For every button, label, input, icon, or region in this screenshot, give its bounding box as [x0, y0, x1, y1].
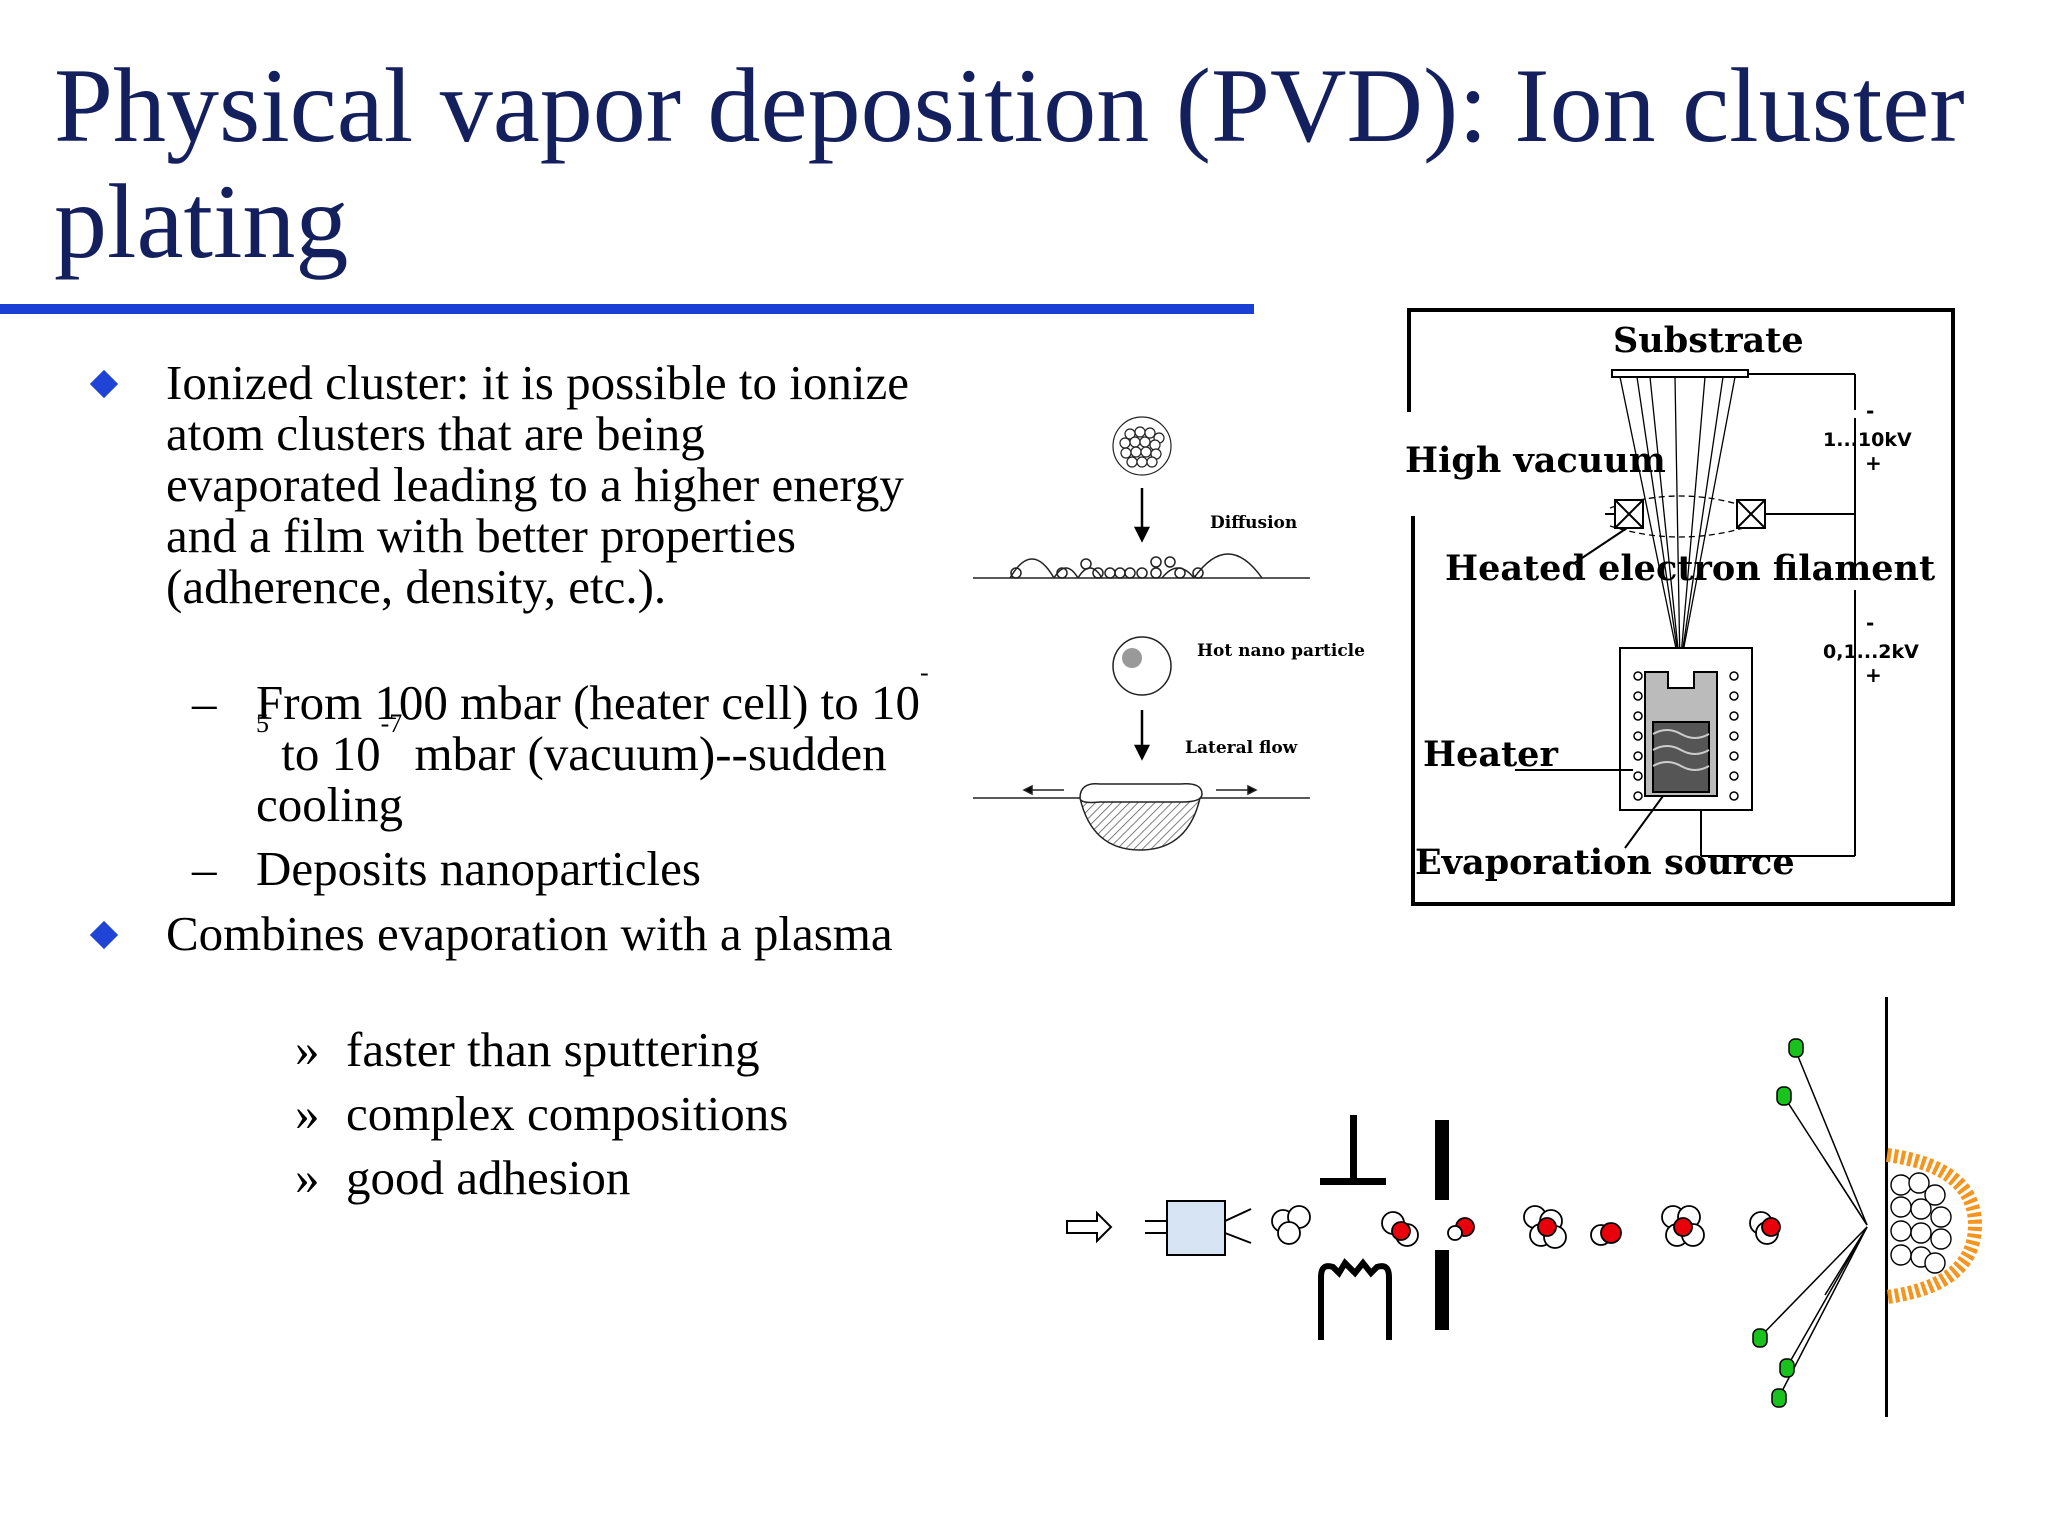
evaporation-source-label: Evaporation source: [1415, 842, 1795, 883]
lateral-flow-label: Lateral flow: [1185, 738, 1298, 758]
v1-label: 1...10kV: [1823, 429, 1912, 451]
voltage-1kv-10kv: - 1...10kV +: [1823, 399, 1912, 570]
evaporation-crucible: [1515, 647, 1855, 857]
deposited-film: [1886, 1148, 1983, 1304]
dash-marker: –: [192, 675, 217, 730]
hot-particle-label: Hot nano particle: [1197, 641, 1365, 661]
hot-nanoparticle-icon: [1112, 636, 1172, 696]
v2-plus: +: [1865, 663, 1882, 687]
extraction-electrode: [1320, 997, 1888, 1417]
electron-filament-icon: [1572, 499, 1855, 565]
guillemet-marker: »: [295, 1150, 320, 1205]
lateral-flow-surface: [973, 782, 1310, 851]
guillemet-marker: »: [295, 1022, 320, 1077]
pressure-text-b: to 10: [269, 726, 381, 781]
exponent-2: -7: [380, 709, 403, 738]
diffusion-label: Diffusion: [1210, 513, 1297, 533]
guillemet-marker: »: [295, 1086, 320, 1141]
ionized-clusters: [1381, 1205, 1781, 1249]
cluster-ionization-sequence: [1066, 997, 1983, 1417]
atom-cluster-icon: [1112, 416, 1172, 476]
bullet-ionized-cluster: Ionized cluster: it is possible to ioniz…: [166, 355, 910, 614]
bullet-diamond-icon: [89, 920, 119, 950]
diffusion-surface: [973, 553, 1310, 579]
item-adhesion: good adhesion: [346, 1150, 631, 1205]
item-faster: faster than sputtering: [346, 1022, 760, 1077]
heating-filament-icon: [1318, 1258, 1392, 1340]
high-vacuum-label: High vacuum: [1405, 440, 1666, 481]
pressure-text-c: mbar (vacuum)--sudden cooling: [256, 726, 887, 832]
ion-beam-lines: [1609, 376, 1751, 669]
v1-plus: +: [1865, 451, 1882, 475]
heater-label: Heater: [1423, 734, 1558, 775]
source-cell: [1145, 1200, 1252, 1256]
filament-label: Heated electron filament: [1445, 548, 1935, 589]
arrow-down-icon: [1133, 710, 1151, 761]
v2-label: 0,1...2kV: [1823, 641, 1919, 663]
sub-bullet-nanoparticles: Deposits nanoparticles: [256, 841, 701, 896]
v1-minus: -: [1866, 399, 1874, 423]
title-underline: [0, 304, 1254, 314]
arrow-down-icon: [1133, 488, 1151, 543]
neutral-cluster-icon: [1271, 1205, 1311, 1245]
item-compositions: complex compositions: [346, 1086, 789, 1141]
vacuum-chamber-frame: [1407, 308, 1955, 906]
input-arrow-icon: [1066, 1210, 1113, 1244]
bullet-combines-evaporation: Combines evaporation with a plasma: [166, 906, 893, 961]
substrate-plate: [1611, 369, 1856, 410]
sputtered-atoms: [1752, 1038, 1868, 1408]
v2-minus: -: [1866, 611, 1874, 635]
sub-bullet-pressure: From 100 mbar (heater cell) to 10-5 to 1…: [256, 660, 936, 832]
ion-cluster-apparatus-diagram: Substrate - 1...10kV + High vacuum Heate…: [1405, 308, 1955, 906]
dash-marker: –: [192, 841, 217, 896]
pressure-text-a: From 100 mbar (heater cell) to 10: [256, 675, 921, 730]
exponent-1: -5: [256, 658, 929, 738]
slide-title: Physical vapor deposition (PVD): Ion clu…: [54, 47, 1965, 280]
substrate-label: Substrate: [1613, 320, 1804, 361]
nanoparticle-deposition-diagram: Diffusion Hot nano particle Lateral flow: [973, 416, 1365, 851]
voltage-0kv-2kv: - 0,1...2kV +: [1823, 590, 1919, 856]
bullet-diamond-icon: [89, 369, 119, 399]
